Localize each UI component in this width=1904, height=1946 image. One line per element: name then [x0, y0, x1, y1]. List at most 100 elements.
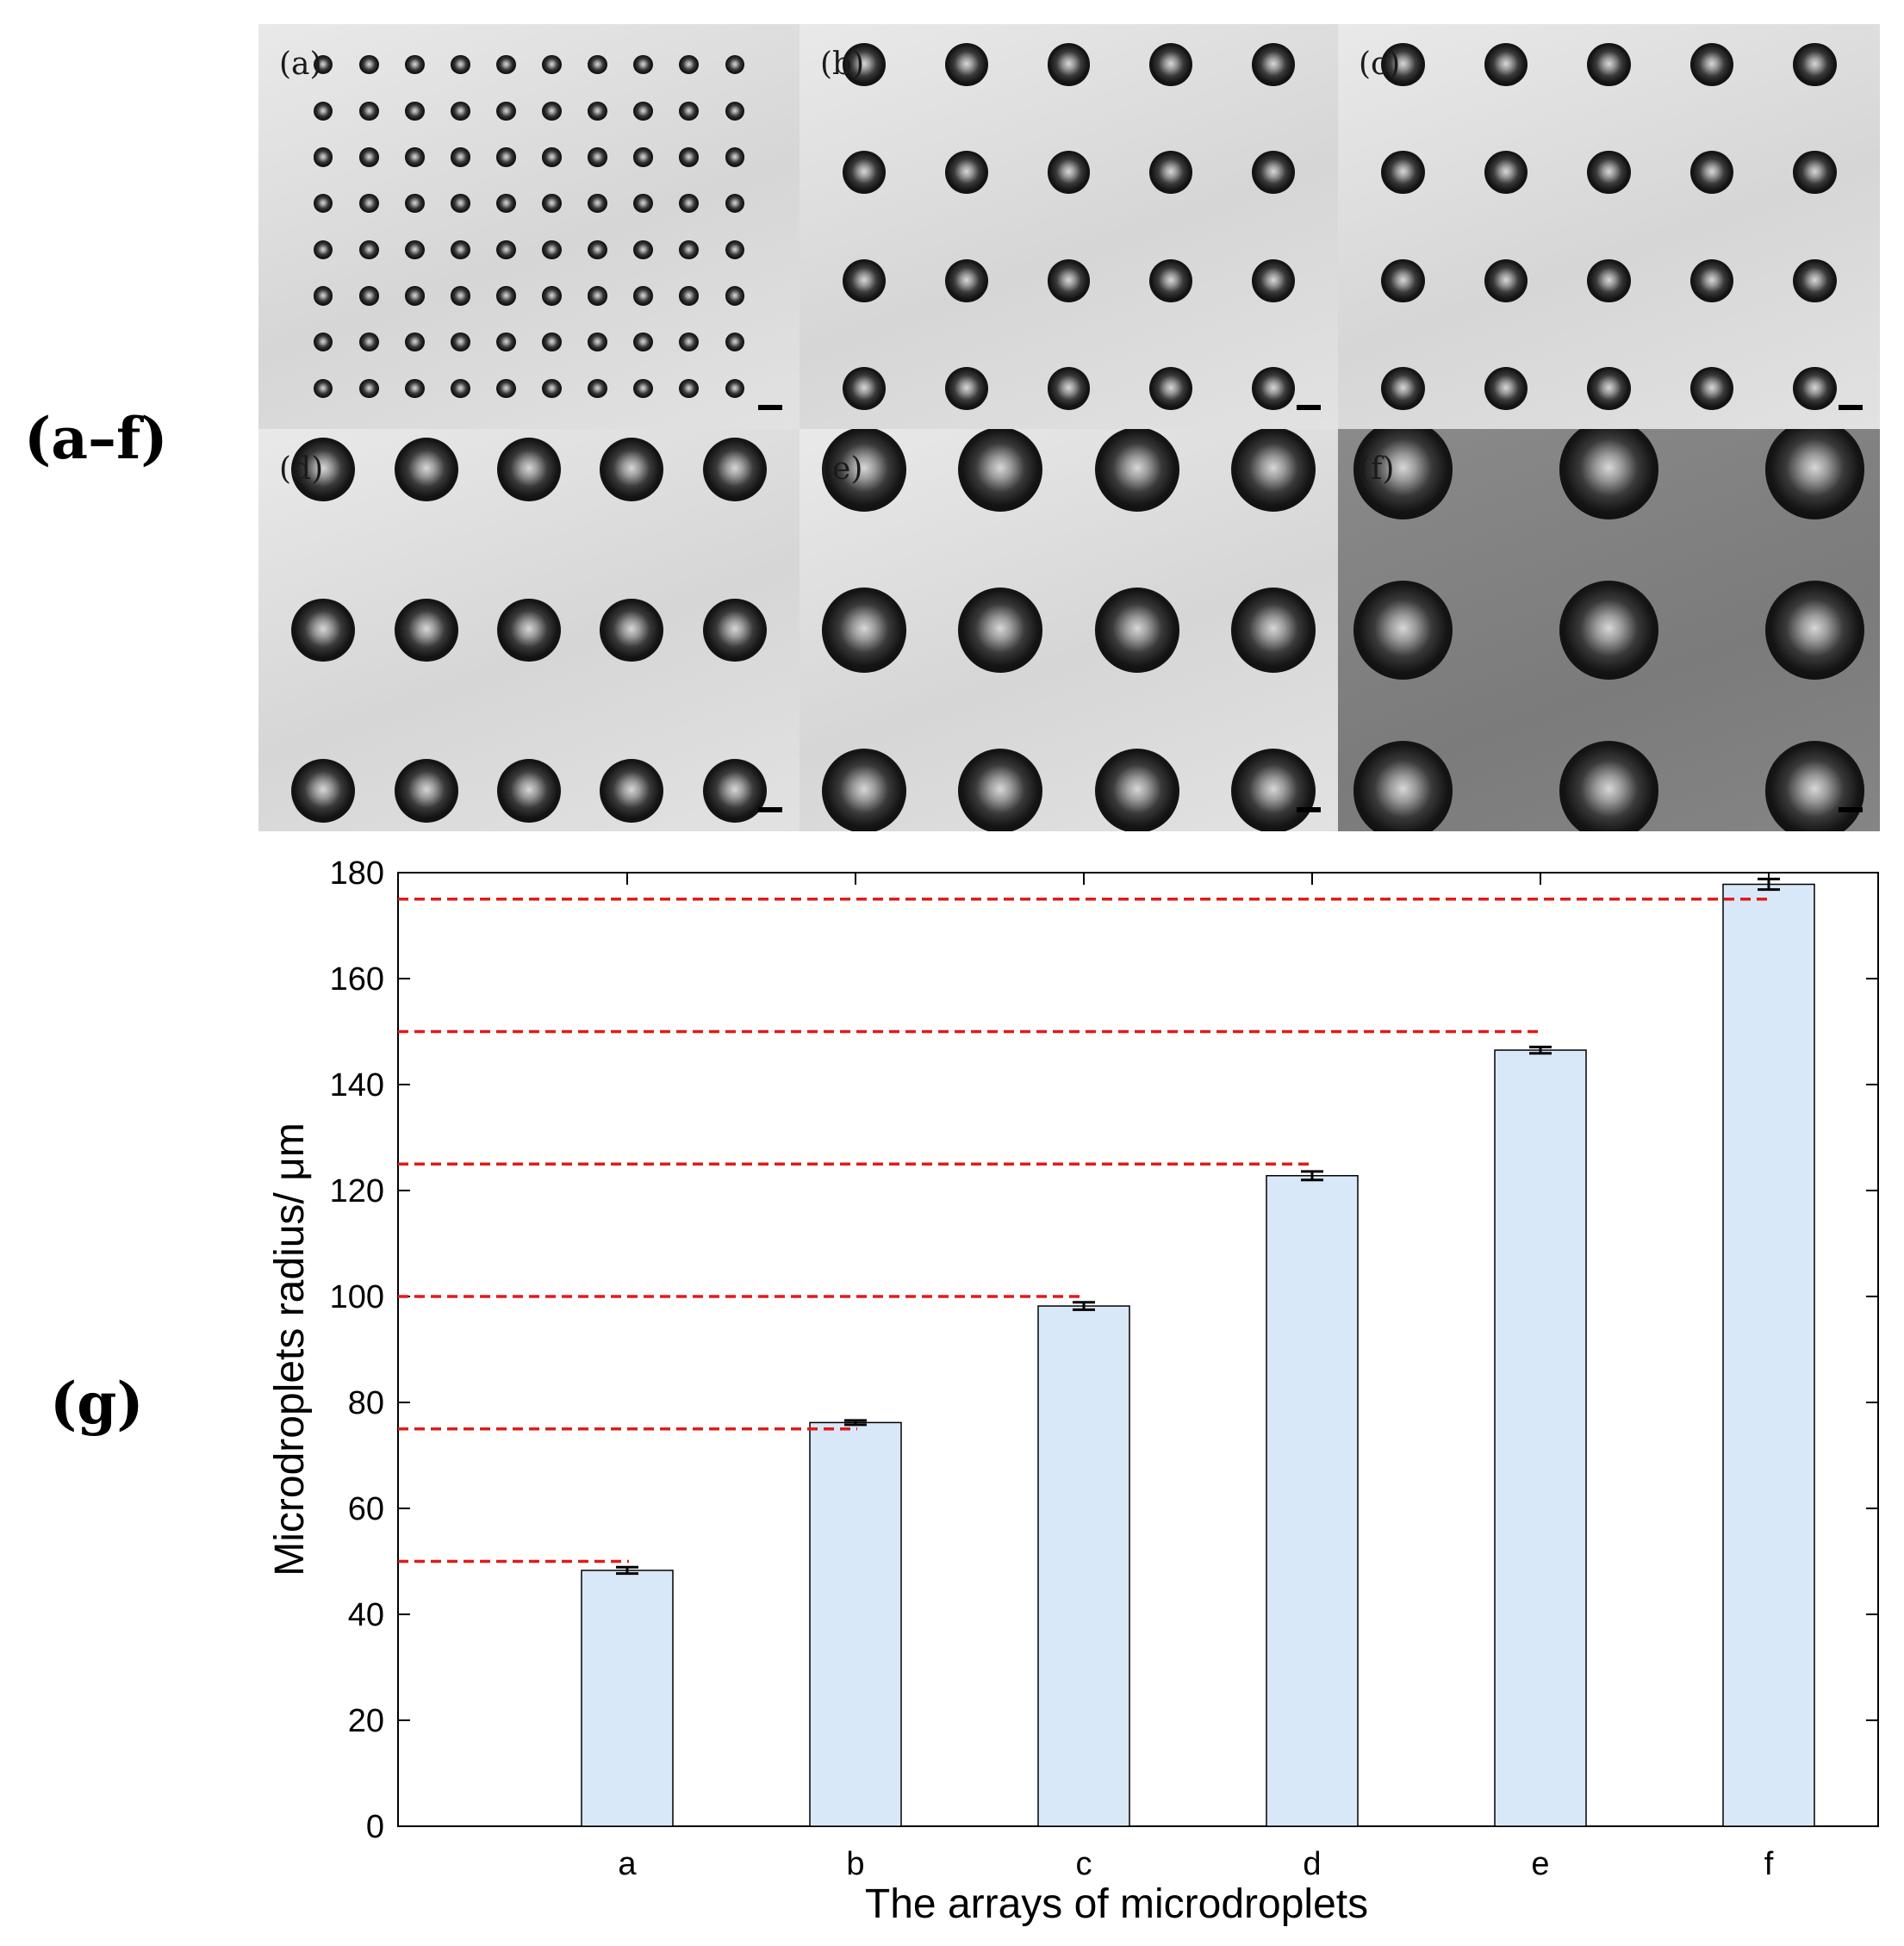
bar-f	[1722, 883, 1815, 1827]
microdroplet	[1252, 43, 1295, 86]
microdroplet	[405, 378, 425, 399]
microdroplet	[1381, 366, 1425, 411]
microdroplet	[359, 333, 379, 352]
microdroplet-panel-c: (c)	[1338, 24, 1880, 431]
microdroplet	[1587, 366, 1631, 411]
panel-tag: (e)	[820, 451, 863, 487]
microdroplet	[702, 598, 767, 662]
microdroplet	[821, 588, 907, 673]
microdroplet	[405, 194, 425, 214]
panel-tag: (f)	[1359, 451, 1395, 487]
scale-bar	[758, 807, 782, 812]
x-tick-label: f	[1764, 1846, 1774, 1882]
bar-d	[1266, 1175, 1359, 1827]
microdroplet	[1230, 749, 1316, 831]
microdroplet	[497, 759, 561, 824]
microdroplet	[1047, 43, 1091, 86]
microdroplet	[451, 194, 470, 214]
microdroplet	[314, 239, 333, 259]
microdroplet	[496, 147, 516, 167]
microdroplet	[314, 333, 333, 352]
microdroplet	[725, 147, 744, 167]
microdroplet	[958, 429, 1043, 512]
microdroplet	[291, 437, 356, 501]
microdroplet	[451, 286, 470, 306]
y-tick-label: 140	[330, 1067, 384, 1104]
microdroplet	[314, 378, 333, 399]
microdroplet-panel-a: (a)	[258, 24, 801, 431]
microdroplet	[1230, 588, 1316, 673]
x-tick-label: b	[846, 1846, 864, 1882]
microdroplet-image-grid: (a)(b)(c)(d)(e)(f)	[258, 24, 1880, 831]
microdroplet	[944, 367, 988, 410]
microdroplet	[1047, 367, 1091, 410]
microdroplet	[496, 54, 516, 75]
microdroplet	[588, 101, 607, 121]
microdroplet	[1149, 43, 1193, 86]
scale-bar	[1839, 807, 1863, 812]
y-tick-label: 20	[348, 1703, 384, 1739]
microdroplet	[359, 378, 379, 399]
microdroplet	[314, 101, 333, 121]
microdroplet	[944, 43, 988, 86]
microdroplet	[633, 286, 653, 306]
microdroplet	[1230, 429, 1316, 512]
microdroplet	[451, 378, 470, 399]
scale-bar	[1297, 807, 1321, 812]
microdroplet	[1793, 151, 1837, 195]
microdroplet	[451, 333, 470, 352]
scale-bar	[758, 405, 782, 410]
microdroplet	[1353, 741, 1453, 831]
panel-label-g: (g)	[50, 1370, 144, 1437]
microdroplet	[1559, 741, 1659, 831]
microdroplet	[496, 101, 516, 121]
microdroplet	[451, 239, 470, 259]
microdroplet	[679, 194, 699, 214]
microdroplet	[679, 378, 699, 399]
microdroplet	[843, 367, 886, 410]
microdroplet	[314, 147, 333, 167]
microdroplet	[497, 598, 561, 662]
y-tick-label: 120	[330, 1173, 384, 1209]
microdroplet	[1484, 366, 1528, 411]
microdroplet	[958, 749, 1043, 831]
microdroplet	[394, 437, 458, 501]
microdroplet	[542, 239, 562, 259]
microdroplet	[1094, 429, 1179, 512]
panel-group-label-a-f: (a–f)	[24, 405, 168, 472]
microdroplet	[725, 101, 744, 121]
microdroplet	[588, 194, 607, 214]
microdroplet	[1689, 42, 1734, 87]
microdroplet	[451, 101, 470, 121]
microdroplet	[1559, 580, 1659, 681]
microdroplet	[542, 147, 562, 167]
microdroplet	[588, 54, 607, 75]
panel-tag: (c)	[1359, 47, 1401, 82]
bar-a	[581, 1570, 674, 1827]
microdroplet	[633, 378, 653, 399]
microdroplet	[359, 54, 379, 75]
microdroplet	[1047, 151, 1091, 195]
bar-c	[1037, 1305, 1130, 1827]
microdroplet	[1381, 258, 1425, 302]
microdroplet	[843, 151, 886, 195]
microdroplet	[633, 194, 653, 214]
microdroplet	[702, 759, 767, 824]
microdroplet	[1149, 367, 1193, 410]
microdroplet	[1689, 258, 1734, 302]
microdroplet	[542, 333, 562, 352]
microdroplet	[588, 286, 607, 306]
microdroplet	[1764, 429, 1865, 519]
microdroplet	[725, 54, 744, 75]
panel-tag: (d)	[279, 451, 324, 487]
y-tick-label: 180	[330, 855, 384, 892]
y-tick-label: 100	[330, 1279, 384, 1315]
microdroplet	[725, 333, 744, 352]
microdroplet	[496, 194, 516, 214]
microdroplet	[1484, 151, 1528, 195]
microdroplet	[542, 378, 562, 399]
scale-bar	[1297, 405, 1321, 410]
microdroplet	[725, 194, 744, 214]
y-tick-label: 60	[348, 1491, 384, 1527]
bar-b	[809, 1421, 902, 1827]
